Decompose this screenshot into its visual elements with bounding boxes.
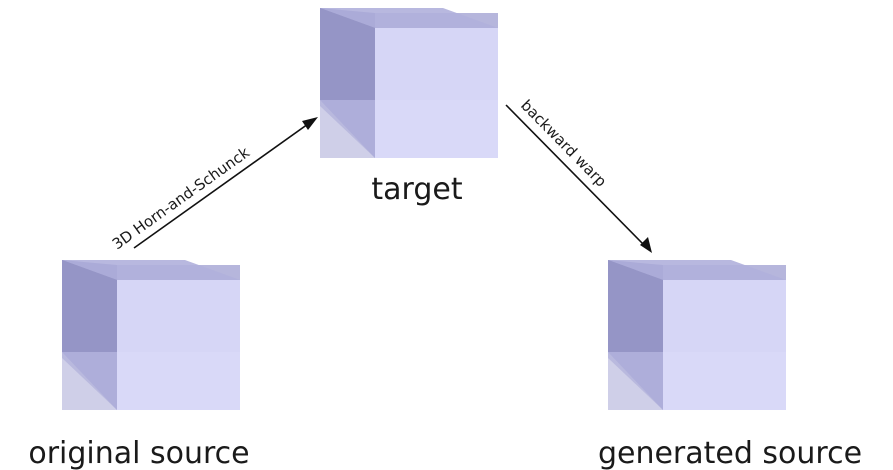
- arrow-horn-schunck: [133, 117, 318, 249]
- node-label-original-source: original source: [28, 436, 249, 470]
- arrow-backward-warp: [505, 104, 652, 253]
- cube-target: [320, 8, 498, 158]
- edge-label-horn-schunck: 3D Horn-and-Schunck: [109, 143, 253, 253]
- cube-original-source: [62, 260, 240, 410]
- node-label-generated-source: generated source: [598, 436, 862, 470]
- edge-label-backward-warp: backward warp: [517, 96, 610, 190]
- node-label-target: target: [371, 172, 462, 207]
- cube-generated-source: [608, 260, 786, 410]
